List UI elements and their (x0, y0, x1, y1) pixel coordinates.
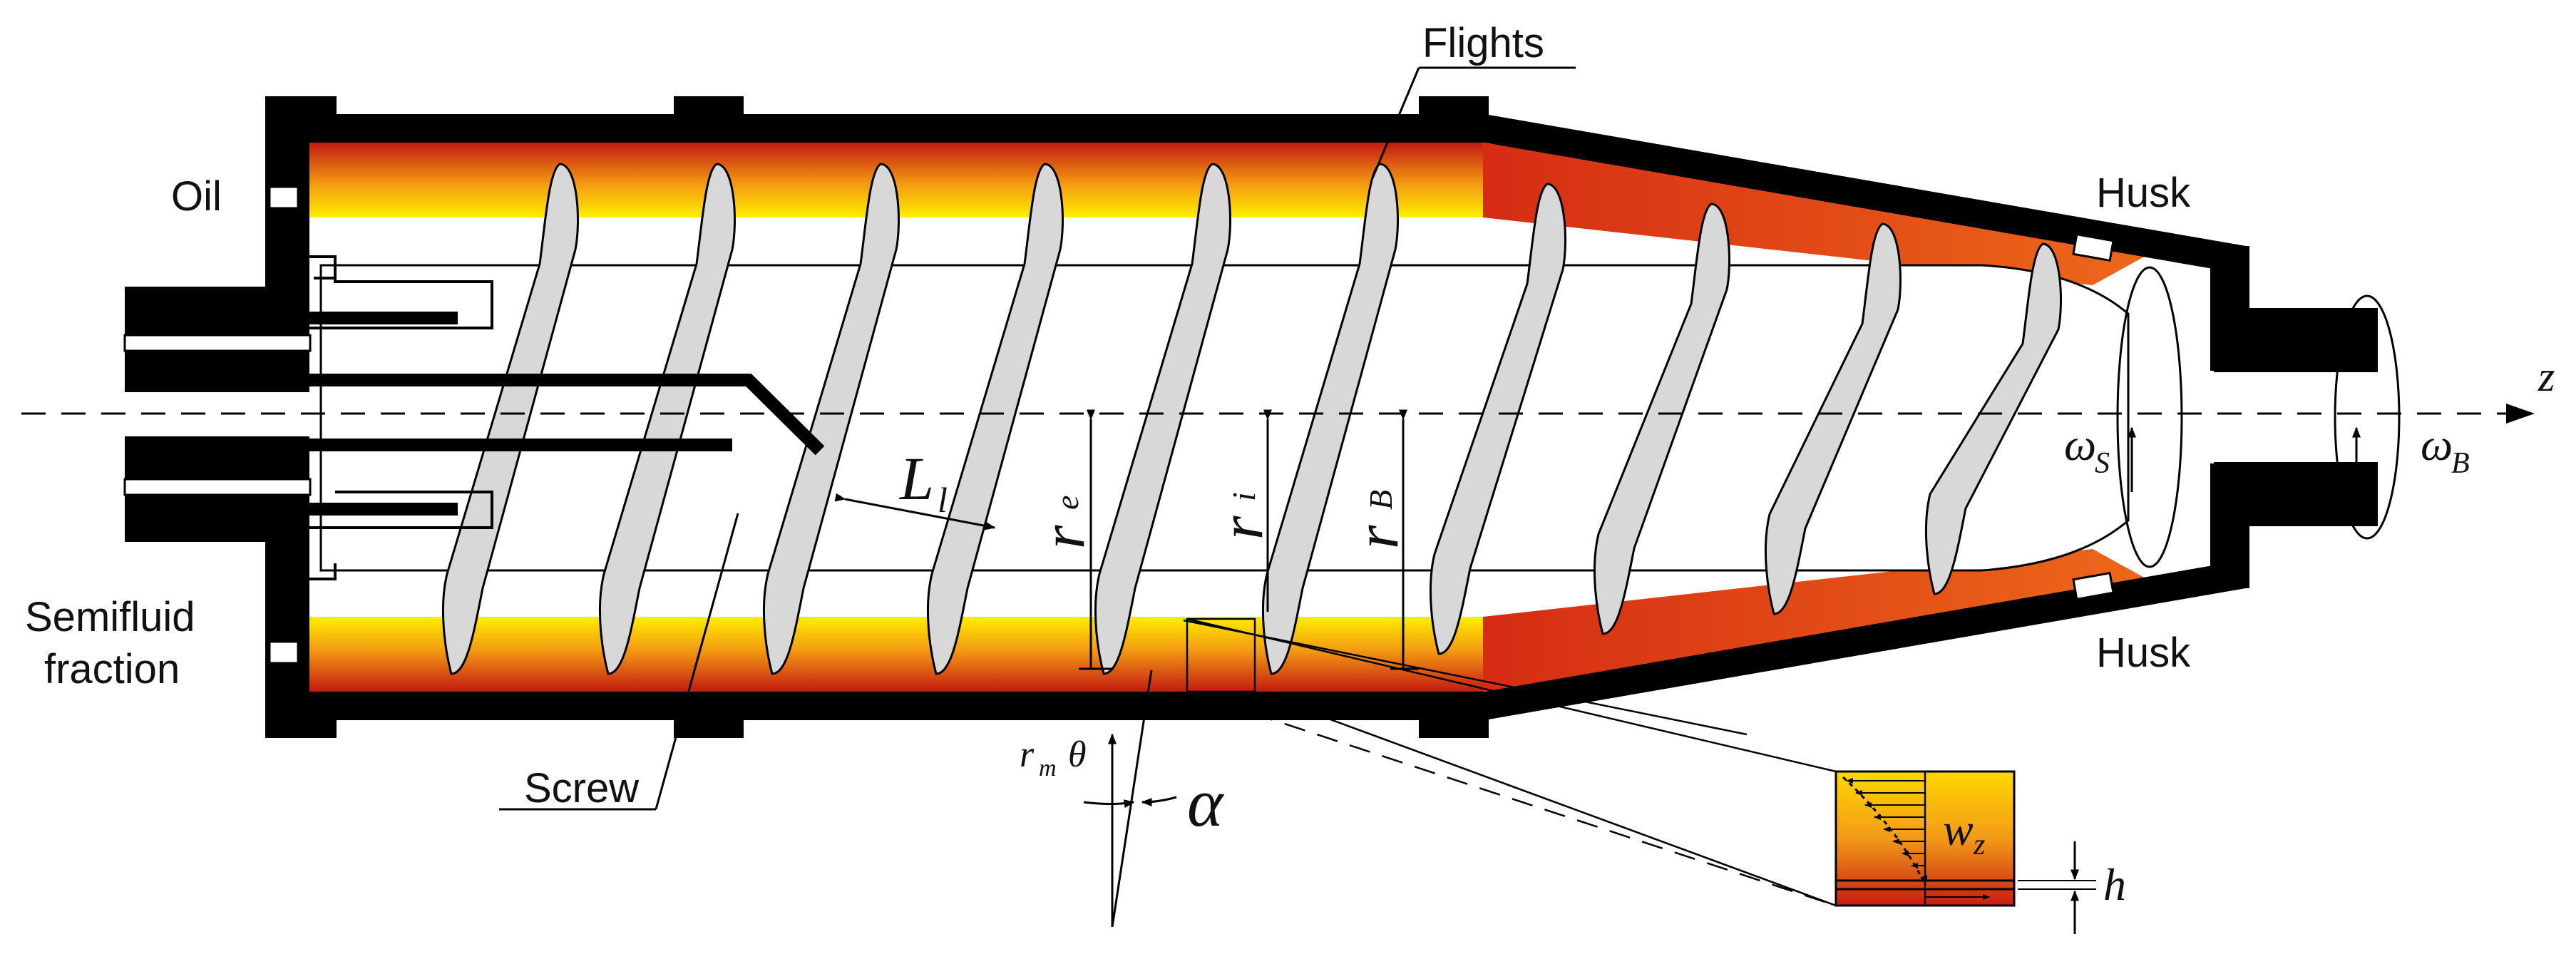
axis-z-label: z (2537, 353, 2555, 400)
label-oil: Oil (171, 173, 222, 220)
label-husk-bottom: Husk (2096, 630, 2191, 676)
inlet-channel-lower (123, 478, 312, 496)
detail-zoom (1183, 617, 1837, 907)
label-semifluid-line1: Semifluid (25, 594, 195, 640)
screw-flight (441, 163, 579, 675)
axis-arrow (2506, 404, 2535, 424)
cone-wall-top (1484, 114, 2246, 275)
feed-tube (308, 255, 825, 580)
flight-pitch-symbol: L (898, 444, 934, 513)
detail-element (1186, 617, 1256, 693)
screw-flight (1593, 203, 1730, 635)
radius-b-subscript: B (1363, 490, 1399, 510)
screw-flight (1261, 163, 1399, 675)
angle-alpha-symbol: α (1187, 764, 1224, 841)
radius-e-symbol: r (1029, 525, 1097, 549)
dimension-lines (834, 409, 1419, 670)
oil-port-bottom (268, 640, 299, 665)
outlet-ports (268, 185, 2115, 665)
rotation-indicators (2116, 266, 2401, 568)
axial-velocity-symbol: w (1943, 804, 1974, 855)
coordinate-theta-symbol: θ (1068, 734, 1087, 775)
omega-b-symbol: ω (2421, 419, 2453, 470)
oil-port-top (268, 185, 299, 210)
bowl-wall-top (308, 114, 1484, 143)
screw-flight (926, 163, 1064, 675)
screw-flight (598, 163, 736, 675)
centre-axis: z (21, 353, 2555, 424)
bowl-rotation-ellipse (2334, 294, 2401, 540)
flange-right-top (1419, 96, 1489, 143)
liquid-bottom-cylinder (308, 617, 1484, 692)
leader-lines (499, 66, 1576, 811)
screw-flight (762, 163, 900, 675)
label-screw: Screw (524, 765, 640, 811)
screw-rotation-ellipse (2116, 266, 2183, 568)
husk-port-top (2072, 232, 2115, 262)
husk-port-bottom (2072, 571, 2115, 601)
cone-wall-bottom (1484, 560, 2246, 720)
radius-e-subscript: e (1049, 496, 1085, 510)
label-husk-top: Husk (2096, 170, 2191, 216)
coordinate-r-subscript: m (1039, 755, 1057, 781)
coordinate-annotation (1083, 670, 1177, 928)
radius-b-symbol: r (1343, 525, 1411, 549)
screw-flight (1094, 163, 1231, 675)
screw-flight (1924, 242, 2062, 595)
screw-flights (441, 163, 2062, 675)
screw-flight (1429, 183, 1566, 655)
omega-b-subscript: B (2451, 447, 2470, 480)
inlet-channel-upper (123, 334, 312, 352)
liquid-bottom-cone (1483, 549, 2167, 692)
screw-flight (1764, 222, 1902, 615)
flight-pitch-subscript: l (938, 480, 948, 520)
omega-s-symbol: ω (2064, 419, 2096, 470)
radius-i-subscript: i (1226, 492, 1262, 501)
profile-curve (1842, 776, 1926, 885)
radius-i-symbol: r (1207, 516, 1276, 540)
shaft-right-top (2214, 308, 2378, 372)
omega-s-subscript: S (2095, 447, 2110, 480)
flange-mid-top (674, 96, 744, 143)
flange-right-bottom (1419, 692, 1489, 738)
label-semifluid-line2: fraction (44, 646, 180, 692)
label-flights: Flights (1422, 20, 1544, 66)
axial-velocity-subscript: z (1973, 829, 1985, 861)
shaft-right-bottom (2214, 462, 2378, 526)
coordinate-r-symbol: r (1020, 734, 1035, 775)
feed-channel (123, 334, 312, 496)
flange-mid-bottom (674, 692, 744, 738)
liquid-top-cone (1483, 143, 2167, 285)
bowl-wall-bottom (308, 692, 1484, 720)
layer-height-symbol: h (2103, 859, 2126, 910)
velocity-profile-inset: w z h (1834, 770, 2126, 934)
